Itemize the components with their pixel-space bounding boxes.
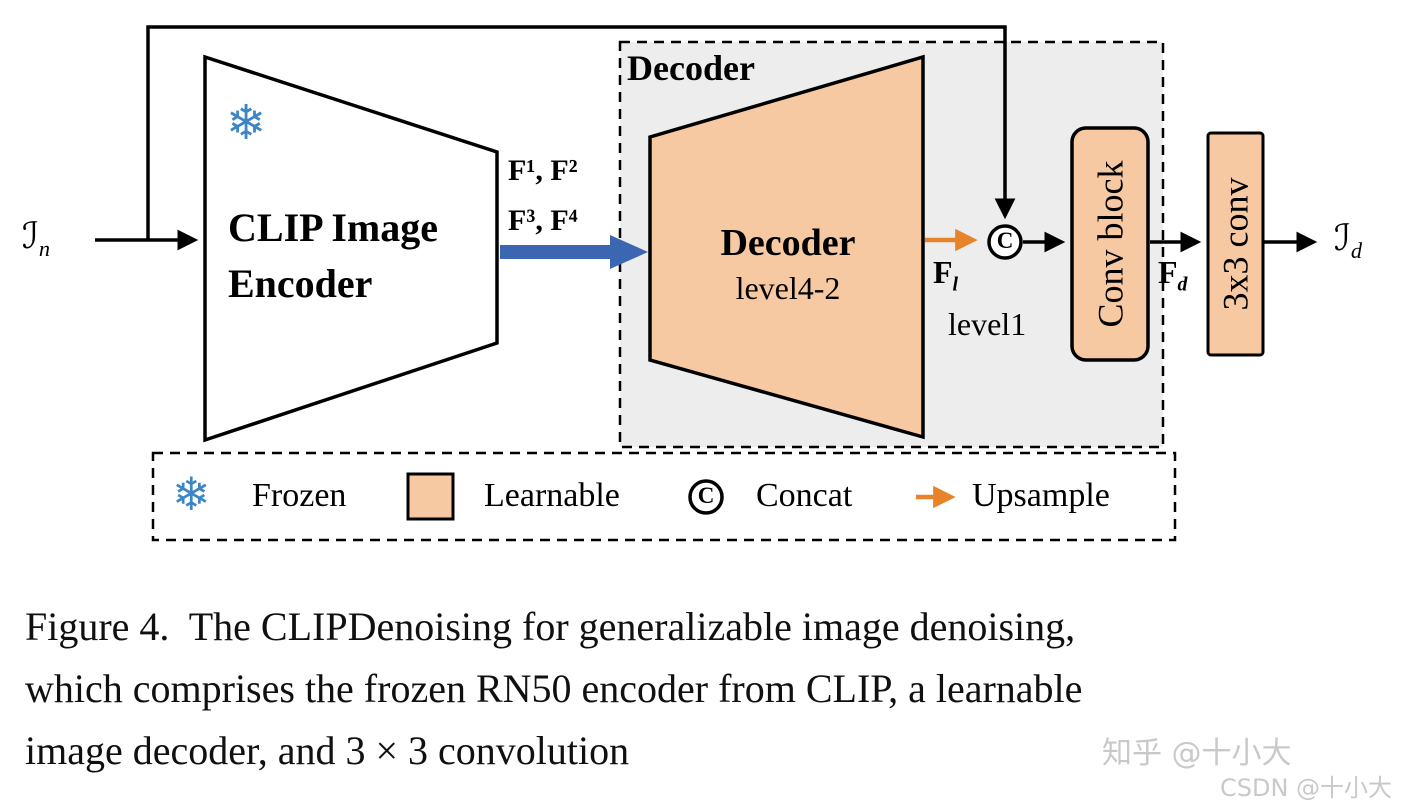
level1-label: level1 bbox=[948, 306, 1027, 342]
conv3x3-label: 3x3 conv bbox=[1208, 133, 1263, 355]
fl-subscript: l bbox=[952, 273, 959, 296]
zhihu-watermark: 知乎 @十小大 bbox=[1102, 736, 1292, 771]
fl-base: F bbox=[933, 254, 953, 290]
fd-base: F bbox=[1158, 254, 1178, 290]
legend-concat-symbol: C bbox=[697, 483, 715, 508]
conv-block-label: Conv block bbox=[1072, 128, 1148, 360]
legend-upsample-label: Upsample bbox=[972, 477, 1110, 514]
fd-subscript: d bbox=[1177, 273, 1188, 296]
legend-box bbox=[151, 451, 1177, 542]
caption-line-2: which comprises the frozen RN50 encoder … bbox=[25, 666, 1083, 711]
skip-connection-line bbox=[146, 25, 1016, 240]
snowflake-icon: ❄ bbox=[226, 95, 267, 151]
legend-concat-label: Concat bbox=[756, 477, 853, 514]
conv3x3-shape bbox=[1206, 131, 1265, 357]
decoder-title: Decoder bbox=[720, 222, 856, 264]
encoder-trapezoid bbox=[203, 54, 499, 443]
feature-labels-line2: F³, F⁴ bbox=[508, 204, 578, 237]
input-symbol: ℐ bbox=[22, 216, 39, 257]
conv-block-text: Conv block bbox=[1090, 160, 1130, 328]
input-subscript: n bbox=[38, 236, 51, 262]
output-symbol: ℐ bbox=[1334, 218, 1351, 259]
feature-labels: F¹, F² F³, F⁴ bbox=[508, 146, 578, 246]
caption-line-3: image decoder, and 3 × 3 convolution bbox=[25, 728, 630, 773]
output-subscript: d bbox=[1350, 238, 1363, 264]
encoder-label: CLIP Image Encoder bbox=[228, 205, 438, 306]
legend-snowflake-icon: ❄ bbox=[172, 467, 211, 521]
decoder-trapezoid bbox=[648, 54, 925, 440]
concat-symbol: C bbox=[996, 228, 1014, 253]
decoder-region-label: Decoder bbox=[627, 48, 755, 88]
legend-learnable-swatch bbox=[406, 472, 455, 521]
concat-circle bbox=[987, 224, 1023, 260]
caption-line-1: Figure 4. The CLIPDenoising for generali… bbox=[25, 604, 1076, 649]
figure-caption: Figure 4. The CLIPDenoising for generali… bbox=[25, 596, 1082, 782]
output-label: ℐd bbox=[1334, 218, 1362, 264]
conv-block-shape bbox=[1070, 126, 1150, 362]
feature-fd-label: Fd bbox=[1158, 254, 1187, 296]
feature-fl-label: Fl bbox=[933, 254, 958, 296]
legend-learnable-label: Learnable bbox=[484, 477, 620, 514]
legend-frozen-label: Frozen bbox=[252, 477, 347, 514]
input-label: ℐn bbox=[22, 216, 50, 262]
conv3x3-text: 3x3 conv bbox=[1215, 177, 1256, 311]
decoder-subtitle: level4-2 bbox=[735, 269, 841, 306]
clip-features-arrow bbox=[500, 235, 648, 269]
legend-concat-circle bbox=[688, 479, 724, 515]
csdn-watermark: CSDN @十小大 bbox=[1220, 774, 1393, 802]
decoder-trapezoid-label: Decoder level4-2 bbox=[652, 222, 924, 306]
feature-labels-line1: F¹, F² bbox=[508, 154, 578, 187]
